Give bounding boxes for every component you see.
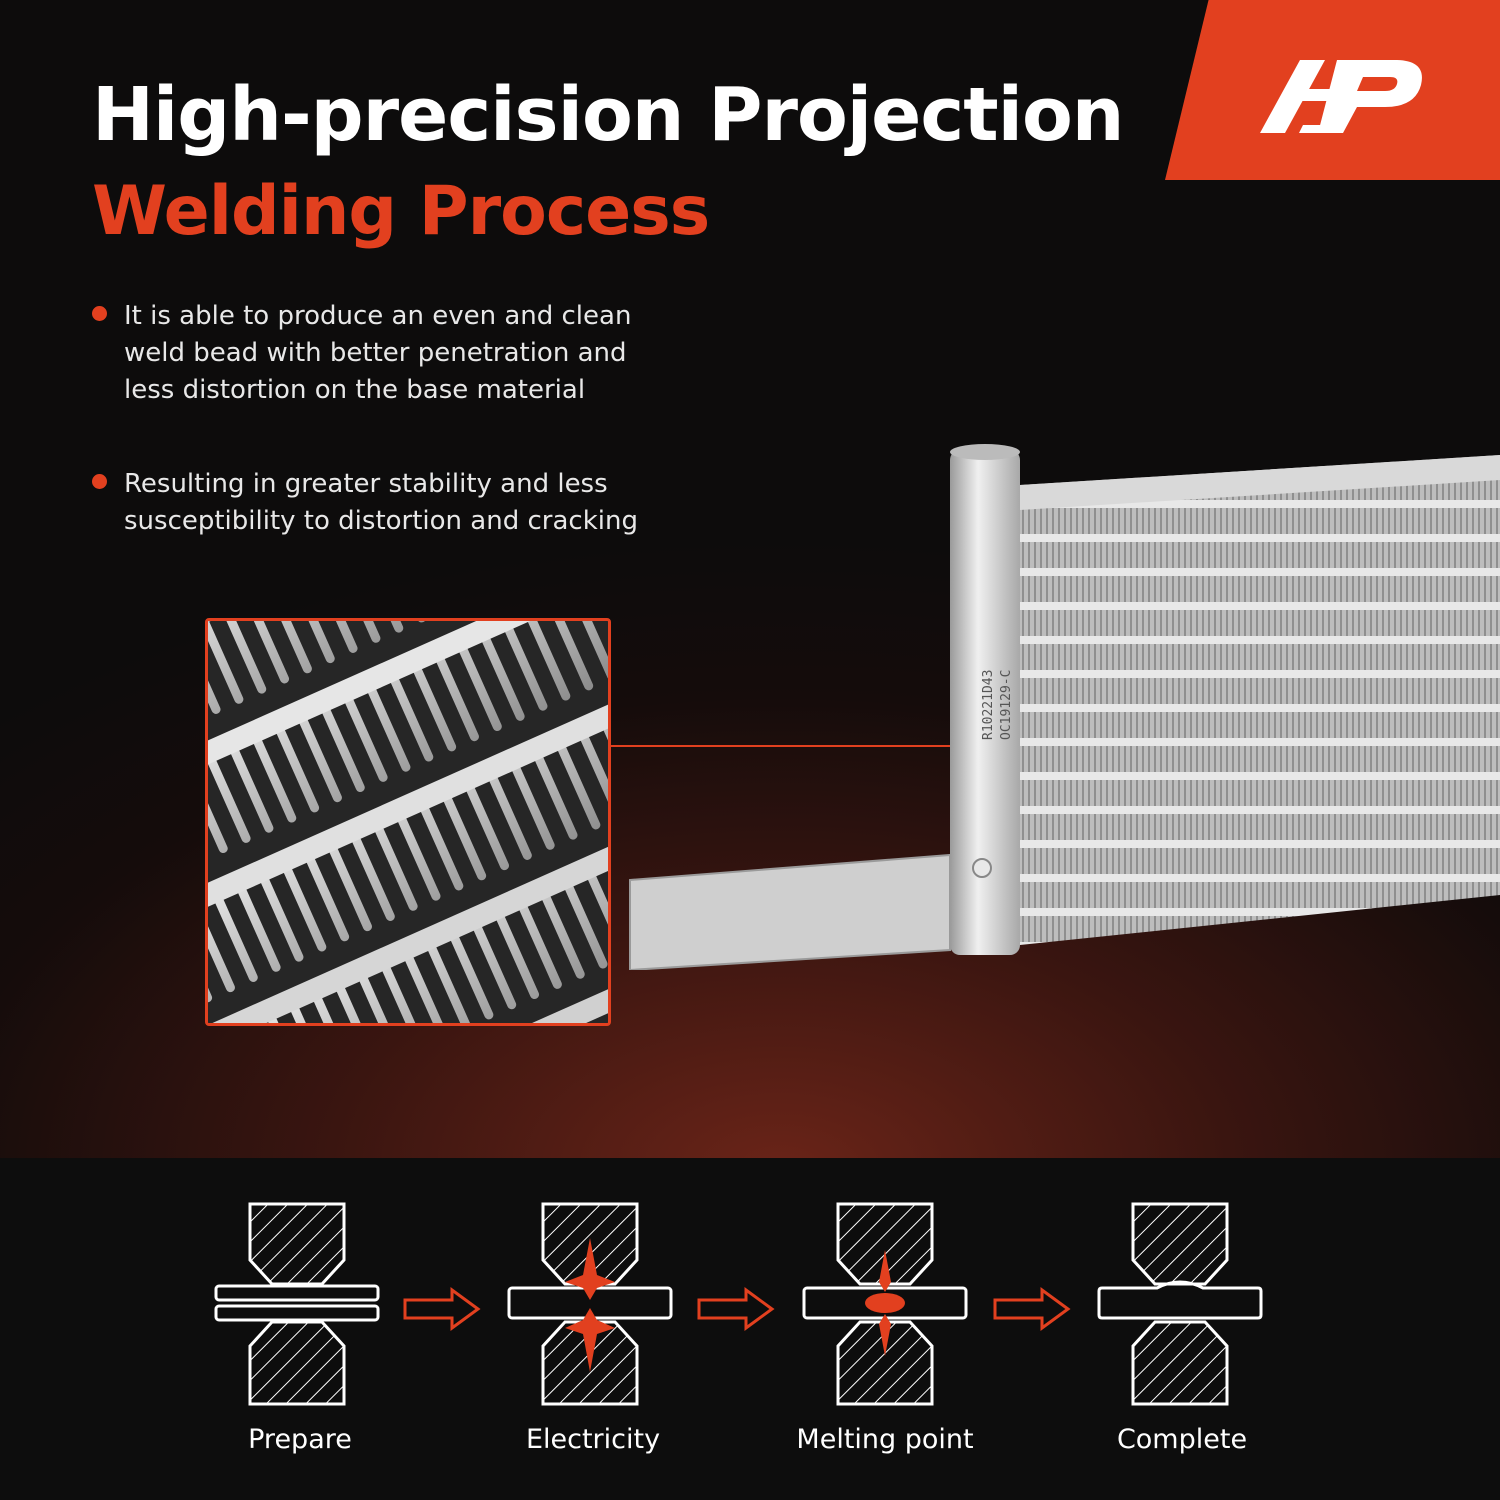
page-title-line2: Welding Process xyxy=(92,172,710,251)
step-label-electricity: Electricity xyxy=(525,1424,661,1455)
step-label-complete: Complete xyxy=(1116,1424,1248,1455)
bullet-dot-icon xyxy=(92,306,107,321)
arrow-right-icon xyxy=(403,1287,481,1331)
page-title-line1: High-precision Projection xyxy=(92,72,1124,158)
step-melting-point xyxy=(765,1200,1005,1410)
bullet-item-2: Resulting in greater stability and less … xyxy=(92,466,652,540)
bullet-item-1: It is able to produce an even and clean … xyxy=(92,298,672,409)
step-label-prepare: Prepare xyxy=(248,1424,352,1455)
bullet-text-2: Resulting in greater stability and less … xyxy=(124,469,638,536)
melting-point-diagram-icon xyxy=(802,1202,968,1406)
step-label-melting-point: Melting point xyxy=(796,1424,974,1455)
bullet-dot-icon xyxy=(92,474,107,489)
arrow-right-icon xyxy=(697,1287,775,1331)
callout-line xyxy=(610,745,1060,747)
product-stamp-line2: OC19129-C xyxy=(999,670,1014,740)
brand-logo-band xyxy=(1165,0,1500,180)
bullet-text-1: It is able to produce an even and clean … xyxy=(124,301,632,405)
ap-logo-icon xyxy=(1260,60,1422,133)
prepare-diagram-icon xyxy=(214,1202,380,1406)
step-electricity xyxy=(470,1200,710,1410)
weld-closeup-image xyxy=(205,618,611,1026)
step-prepare xyxy=(177,1200,417,1410)
arrow-right-icon xyxy=(993,1287,1071,1331)
complete-diagram-icon xyxy=(1097,1202,1263,1406)
electricity-diagram-icon xyxy=(507,1202,673,1406)
condenser-product-image: R10221D43 OC19129-C xyxy=(620,440,1500,974)
step-complete xyxy=(1060,1200,1300,1410)
product-stamp-line1: R10221D43 xyxy=(981,670,996,740)
